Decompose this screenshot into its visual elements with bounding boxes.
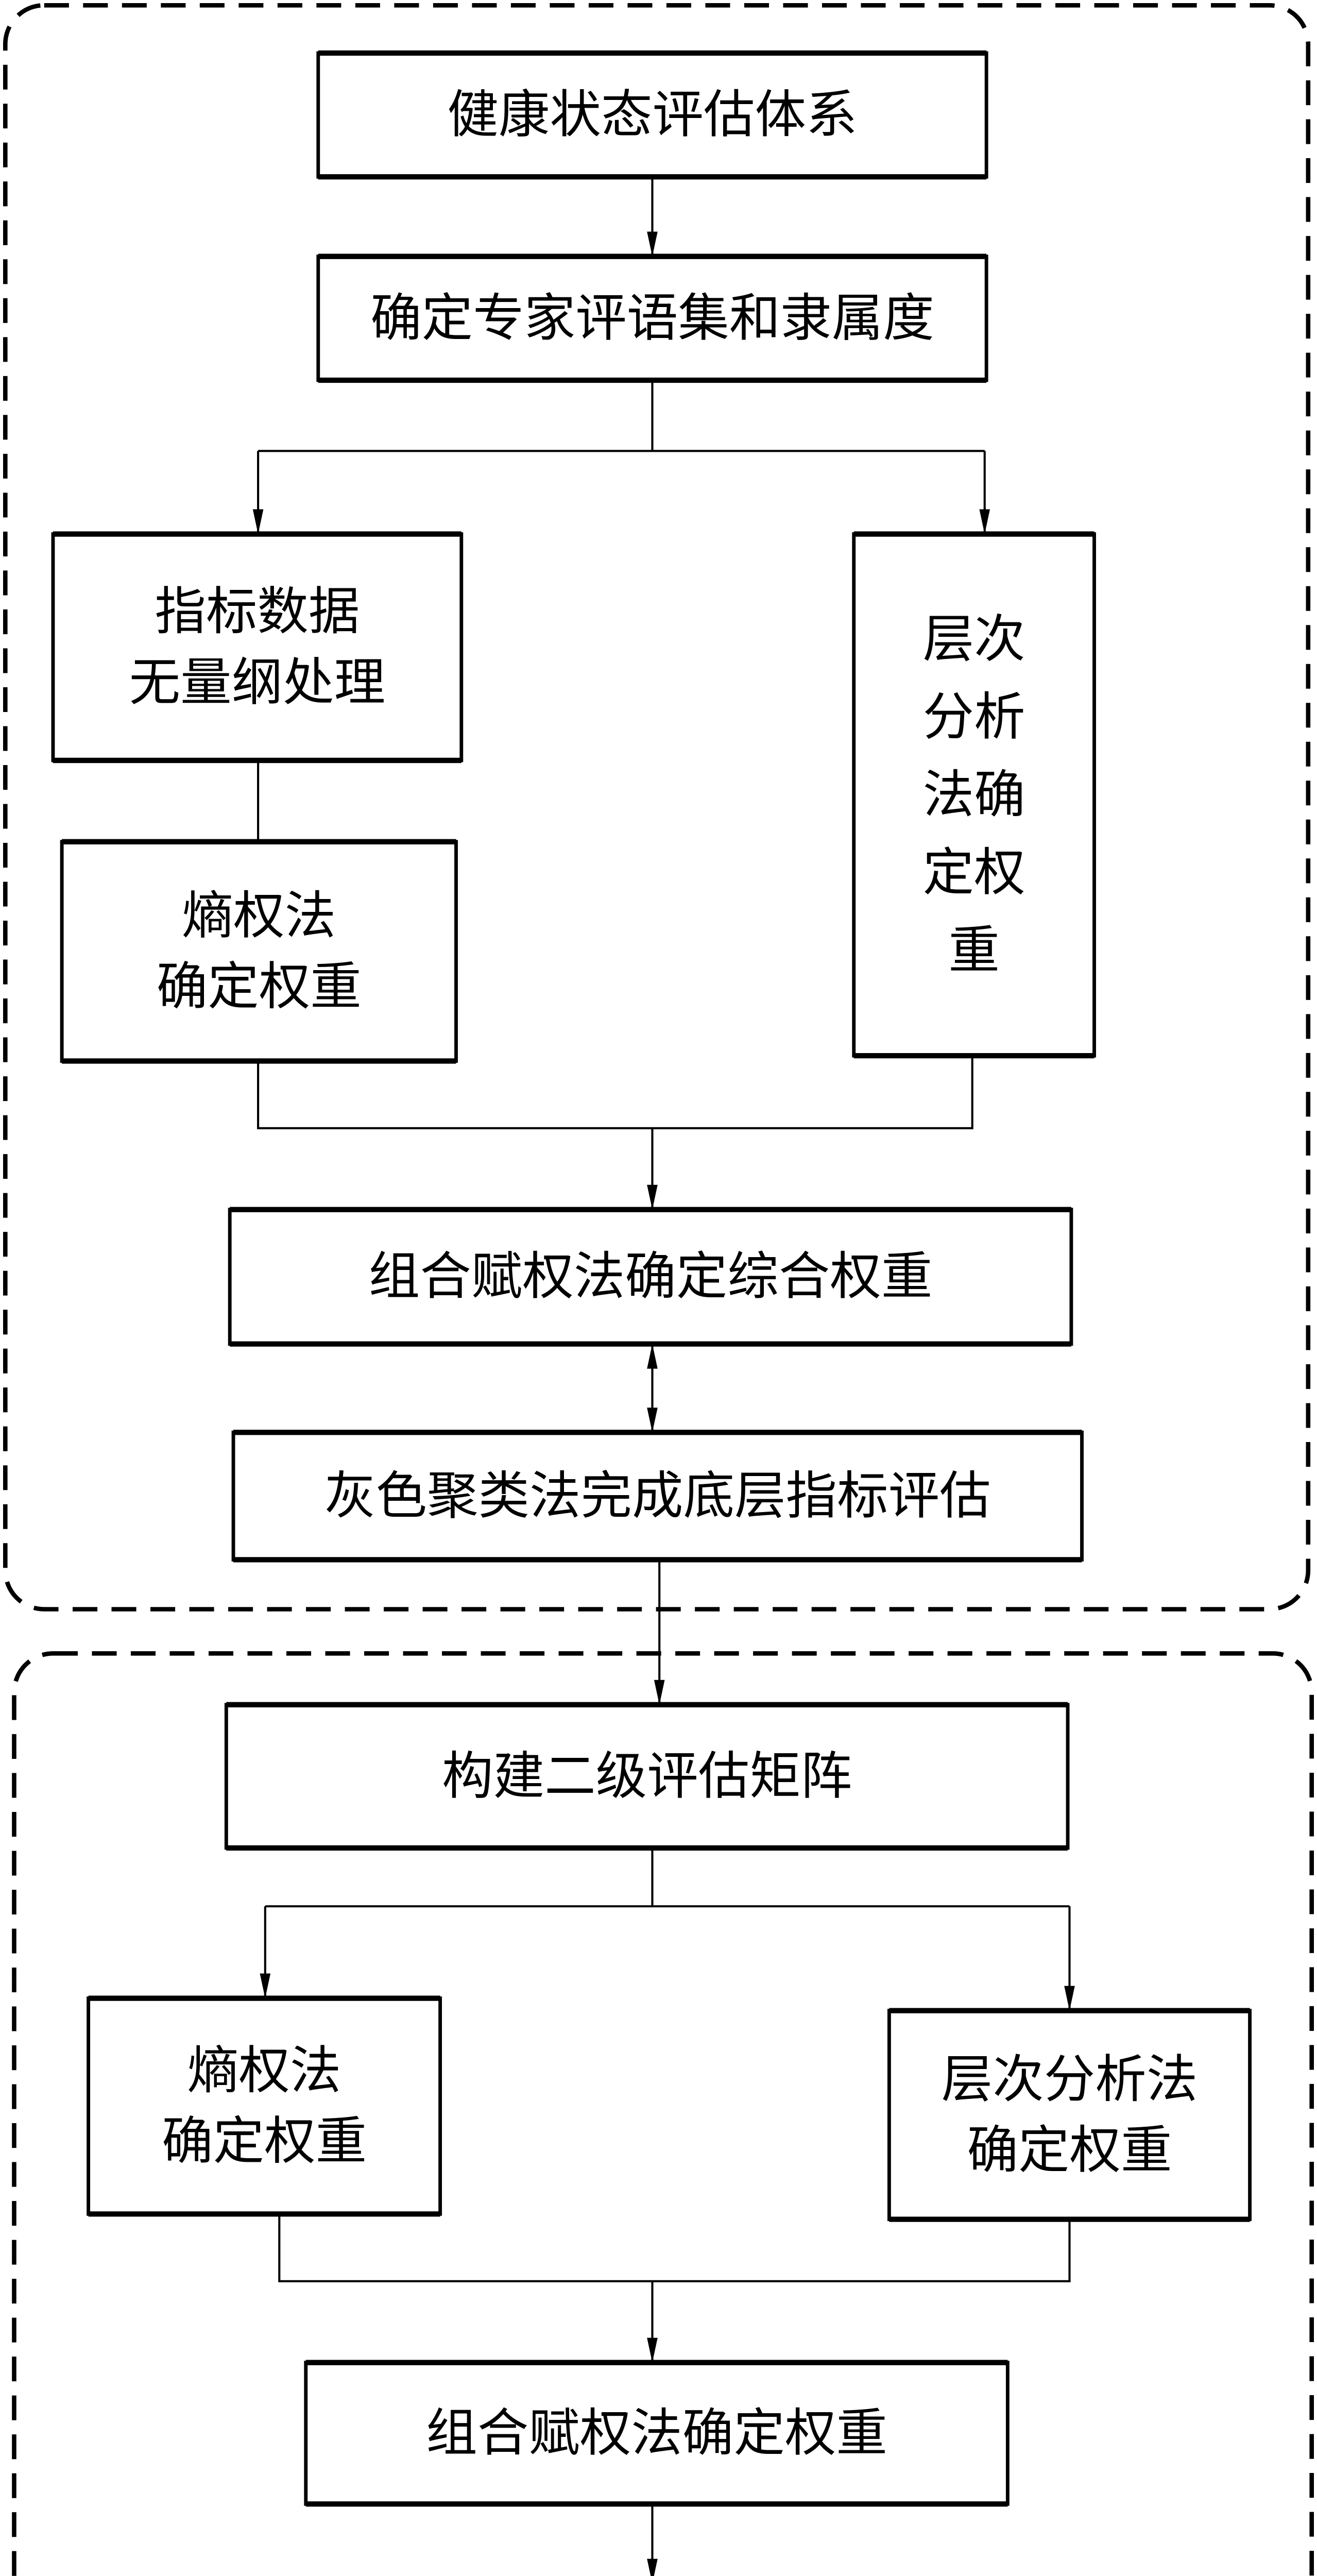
node-label: 确定专家评语集和隶属度 xyxy=(370,289,934,348)
arrowhead-icon xyxy=(252,509,264,534)
node-label: 层次 xyxy=(923,609,1025,669)
node-label: 重 xyxy=(948,921,1000,980)
node-box xyxy=(316,255,988,382)
node-box xyxy=(51,532,464,762)
arrowhead-icon xyxy=(647,1184,658,1210)
flow-node-n6: 组合赋权法确定综合权重 xyxy=(228,1207,1073,1347)
arrowhead-icon xyxy=(654,1680,665,1705)
node-box xyxy=(887,2009,1252,2222)
node-box xyxy=(231,1430,1084,1562)
arrowhead-icon xyxy=(647,2558,658,2576)
flow-node-n11: 组合赋权法确定权重 xyxy=(304,2360,1010,2507)
node-label: 指标数据 xyxy=(155,582,360,641)
node-label: 组合赋权法确定权重 xyxy=(426,2403,887,2463)
node-label: 分析 xyxy=(923,687,1025,747)
arrowhead-icon xyxy=(647,231,658,257)
node-label: 健康状态评估体系 xyxy=(447,86,857,145)
node-box xyxy=(316,51,988,179)
node-box xyxy=(224,1703,1070,1850)
split-n8 xyxy=(264,1848,1071,2011)
node-label: 定权 xyxy=(923,843,1025,902)
nodes: 健康状态评估体系确定专家评语集和隶属度指标数据无量纲处理熵权法确定权重层次分析法… xyxy=(51,50,1252,2507)
node-box xyxy=(304,2361,1010,2506)
node-box xyxy=(228,1208,1073,1346)
node-label: 构建二级评估矩阵 xyxy=(442,1747,852,1806)
flow-node-n7: 灰色聚类法完成底层指标评估 xyxy=(231,1430,1084,1563)
arrowhead-icon xyxy=(647,1408,658,1433)
node-label: 层次分析法 xyxy=(942,2050,1198,2109)
arrowhead-icon xyxy=(1064,1986,1075,2011)
node-label: 法确 xyxy=(923,765,1025,824)
node-label: 灰色聚类法完成底层指标评估 xyxy=(324,1466,991,1526)
stage2-region xyxy=(12,1651,1314,2576)
node-label: 熵权法 xyxy=(182,886,336,945)
node-label: 无量纲处理 xyxy=(129,653,386,712)
node-box xyxy=(87,1996,442,2216)
arrowhead-icon xyxy=(260,1973,271,1998)
node-box xyxy=(60,840,458,1063)
flow-node-n8: 构建二级评估矩阵 xyxy=(224,1702,1070,1851)
connectors xyxy=(252,177,1075,2576)
arrowhead-icon xyxy=(647,2337,658,2363)
node-label: 确定权重 xyxy=(967,2121,1172,2180)
merge-to-n6 xyxy=(257,1056,973,1210)
node-label: 确定权重 xyxy=(162,2112,367,2171)
arrowhead-icon xyxy=(647,1344,658,1369)
arrowhead-icon xyxy=(979,509,990,534)
node-label: 组合赋权法确定综合权重 xyxy=(369,1247,933,1307)
merge-to-n11 xyxy=(278,2214,1071,2363)
stage1-region xyxy=(3,3,1311,1612)
split-n2 xyxy=(257,380,986,534)
flow-node-n2: 确定专家评语集和隶属度 xyxy=(316,253,988,383)
flow-node-n1: 健康状态评估体系 xyxy=(316,50,988,180)
node-label: 确定权重 xyxy=(157,957,362,1016)
node-label: 熵权法 xyxy=(187,2041,341,2100)
